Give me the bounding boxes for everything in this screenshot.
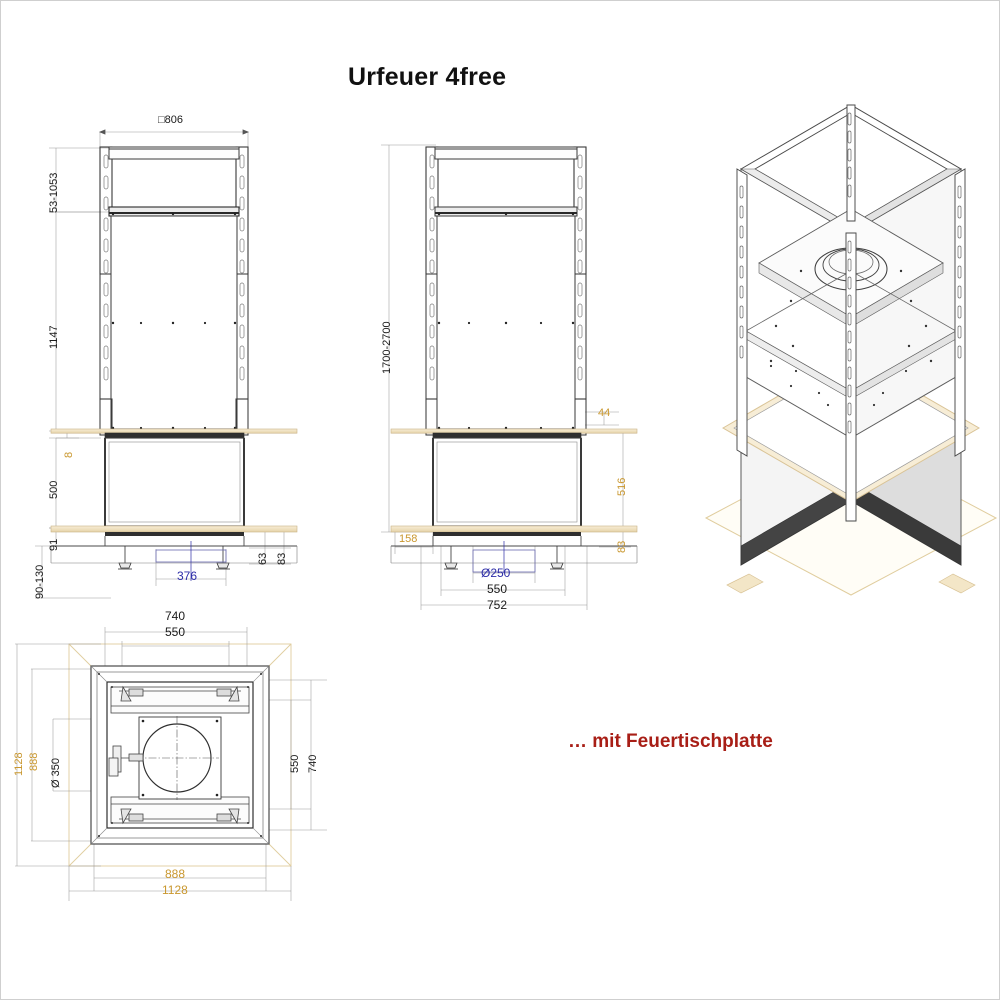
dim-side-offset-44: 44	[598, 407, 611, 419]
dim-plan-right-740: 740	[307, 754, 319, 773]
dim-front-foot-range-90-130: 90-130	[34, 564, 46, 599]
dim-side-base-516: 516	[616, 477, 628, 496]
dim-plan-left-888: 888	[28, 752, 40, 771]
dim-plan-right-550: 550	[289, 754, 301, 773]
dim-side-total-height-1700-2700: 1700-2700	[381, 321, 393, 374]
front-elevation-view	[35, 129, 298, 599]
plan-view	[15, 627, 327, 901]
dim-front-plate-91: 91	[48, 538, 60, 551]
dim-front-gap-8: 8	[63, 451, 75, 458]
feuertischplatte-note: … mit Feuertischplatte	[568, 731, 773, 752]
dim-side-flue-250: Ø250	[481, 566, 511, 580]
dim-front-foot-63: 63	[257, 552, 269, 565]
dim-front-inlet-376: 376	[177, 569, 198, 583]
dim-side-base-752: 752	[487, 598, 508, 612]
dim-side-base-550: 550	[487, 582, 508, 596]
dim-side-edge-158: 158	[399, 533, 418, 545]
dim-plan-bore-350: Ø 350	[50, 758, 62, 788]
dim-front-base-500: 500	[48, 480, 60, 499]
dim-front-body-1147: 1147	[48, 325, 60, 349]
dim-plan-bottom-888: 888	[165, 867, 186, 881]
page-title: Urfeuer 4free	[348, 63, 507, 91]
iso-3d-view	[704, 104, 998, 596]
dim-plan-left-1128: 1128	[13, 752, 25, 776]
dim-plan-top-550: 550	[165, 625, 186, 639]
dim-side-plate-83: 83	[616, 540, 628, 553]
dim-plan-bottom-1128: 1128	[162, 883, 188, 897]
dim-front-foot-83: 83	[276, 552, 288, 565]
dim-plan-top-740: 740	[165, 609, 186, 623]
dim-front-top-gap-53-1053: 53-1053	[48, 172, 60, 213]
side-elevation-view	[381, 144, 638, 610]
dim-front-width-806: □806	[158, 114, 183, 126]
